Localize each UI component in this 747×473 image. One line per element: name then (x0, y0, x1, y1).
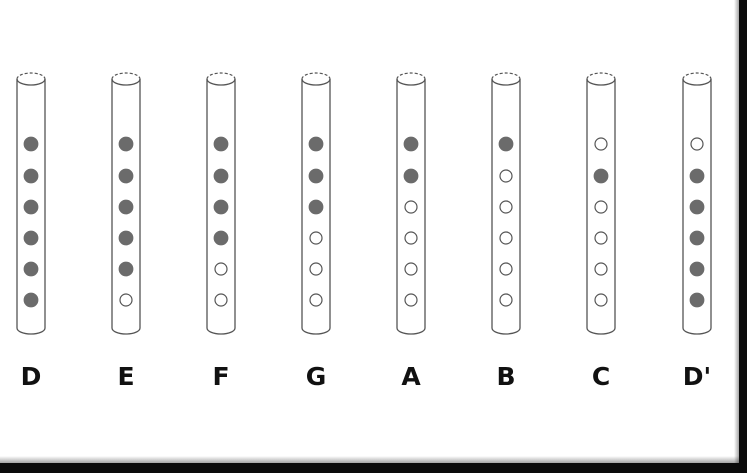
covered-hole (594, 169, 608, 183)
covered-hole (690, 169, 704, 183)
open-hole (500, 170, 512, 182)
open-hole (500, 201, 512, 213)
whistle-top-rim-front (397, 79, 425, 85)
shadow-bottom-fade (0, 456, 747, 463)
whistle-top-rim-front (683, 79, 711, 85)
note-label-f: F (201, 362, 241, 392)
note-label-e: E (106, 362, 146, 392)
covered-hole (24, 169, 38, 183)
open-hole (310, 263, 322, 275)
whistle-top-rim-back (492, 73, 520, 79)
whistle-bottom-edge (112, 328, 140, 334)
whistle-top-rim-front (207, 79, 235, 85)
covered-hole (404, 137, 418, 151)
open-hole (595, 232, 607, 244)
open-hole (500, 294, 512, 306)
whistle-top-rim-front (112, 79, 140, 85)
whistle-b (492, 73, 520, 334)
covered-hole (119, 200, 133, 214)
covered-hole (214, 137, 228, 151)
covered-hole (690, 200, 704, 214)
open-hole (405, 294, 417, 306)
covered-hole (690, 262, 704, 276)
whistle-top-rim-front (302, 79, 330, 85)
covered-hole (690, 293, 704, 307)
covered-hole (309, 137, 323, 151)
open-hole (310, 294, 322, 306)
whistle-e (112, 73, 140, 334)
covered-hole (24, 231, 38, 245)
covered-hole (24, 137, 38, 151)
covered-hole (214, 169, 228, 183)
open-hole (310, 232, 322, 244)
covered-hole (119, 169, 133, 183)
covered-hole (499, 137, 513, 151)
covered-hole (119, 262, 133, 276)
open-hole (405, 201, 417, 213)
covered-hole (214, 231, 228, 245)
open-hole (595, 138, 607, 150)
open-hole (500, 232, 512, 244)
whistle-top-rim-back (397, 73, 425, 79)
covered-hole (24, 293, 38, 307)
whistle-top-rim-back (112, 73, 140, 79)
whistle-bottom-edge (207, 328, 235, 334)
covered-hole (690, 231, 704, 245)
open-hole (405, 232, 417, 244)
whistle-d (17, 73, 45, 334)
note-label-c: C (581, 362, 621, 392)
note-label-d: D (11, 362, 51, 392)
note-label-g: G (296, 362, 336, 392)
open-hole (595, 201, 607, 213)
whistle-bottom-edge (587, 328, 615, 334)
covered-hole (214, 200, 228, 214)
covered-hole (119, 231, 133, 245)
open-hole (215, 294, 227, 306)
whistle-bottom-edge (683, 328, 711, 334)
shadow-border-bottom (0, 463, 747, 473)
open-hole (500, 263, 512, 275)
whistle-bottom-edge (302, 328, 330, 334)
shadow-border-right (739, 0, 747, 473)
whistle-a (397, 73, 425, 334)
covered-hole (24, 262, 38, 276)
open-hole (595, 263, 607, 275)
whistle-f (207, 73, 235, 334)
whistle-top-rim-back (683, 73, 711, 79)
whistle-top-rim-back (302, 73, 330, 79)
covered-hole (24, 200, 38, 214)
covered-hole (309, 169, 323, 183)
whistle-top-rim-back (17, 73, 45, 79)
whistle-c (587, 73, 615, 334)
note-label-d-prime: D' (677, 362, 717, 392)
covered-hole (119, 137, 133, 151)
whistle-top-rim-back (207, 73, 235, 79)
note-label-a: A (391, 362, 431, 392)
open-hole (405, 263, 417, 275)
whistle-top-rim-front (587, 79, 615, 85)
whistle-top-rim-back (587, 73, 615, 79)
whistle-g (302, 73, 330, 334)
whistle-d-prime (683, 73, 711, 334)
whistle-bottom-edge (17, 328, 45, 334)
open-hole (691, 138, 703, 150)
whistle-top-rim-front (492, 79, 520, 85)
open-hole (595, 294, 607, 306)
open-hole (215, 263, 227, 275)
covered-hole (404, 169, 418, 183)
note-label-b: B (486, 362, 526, 392)
covered-hole (309, 200, 323, 214)
open-hole (120, 294, 132, 306)
whistle-top-rim-front (17, 79, 45, 85)
whistle-bottom-edge (492, 328, 520, 334)
whistle-bottom-edge (397, 328, 425, 334)
